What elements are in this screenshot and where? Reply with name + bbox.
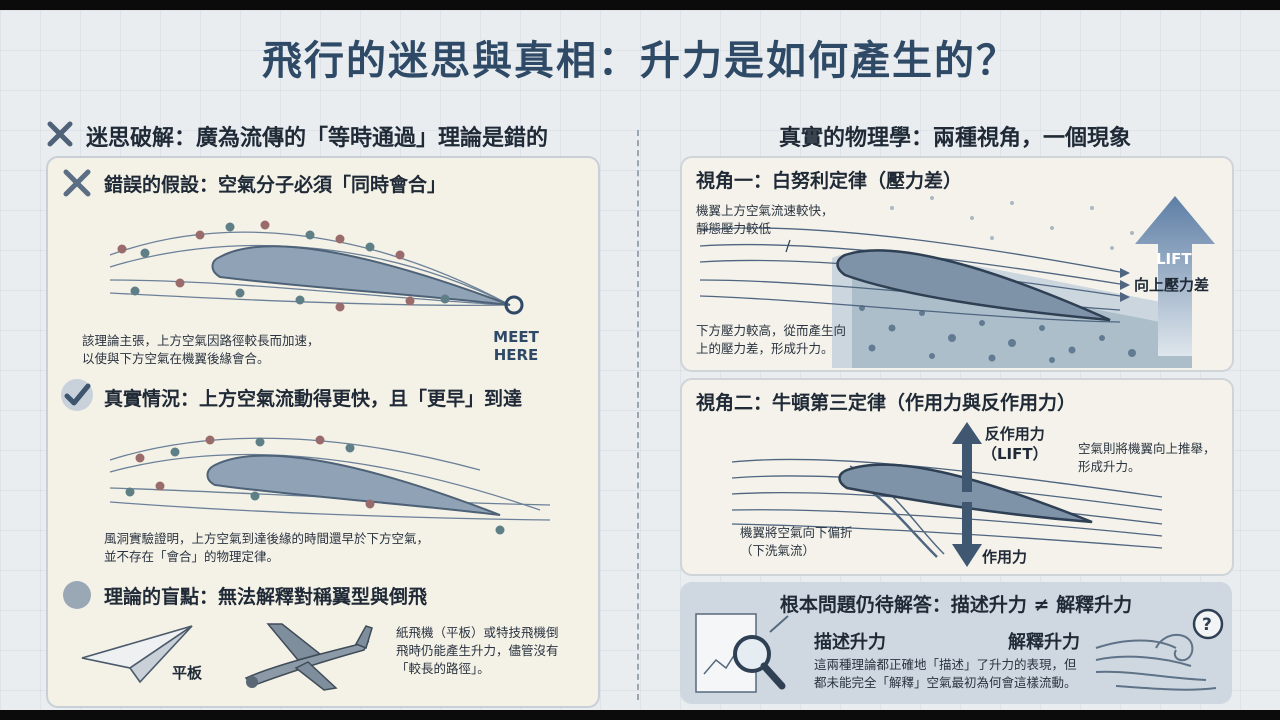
wrong-description: 該理論主張，上方空氣因路徑較長而加速， 以使與下方空氣在機翼後緣會合。 [82, 333, 320, 366]
equal-transit-diagram [109, 220, 524, 315]
truth-description: 風洞實驗證明，上方空氣到達後緣的時間還早於下方空氣， 並不存在「會合」的物理定律… [104, 531, 430, 564]
paper-plane-icon [81, 625, 193, 684]
question-description: 這兩種理論都正確地「描述」了升力的表現，但 都未能完全「解釋」空氣最初為何會這樣… [814, 657, 1077, 690]
circle-bullet-icon [63, 581, 91, 609]
action-force-label: 作用力 [982, 548, 1028, 566]
low-pressure-dots [890, 196, 1174, 250]
left-panel [46, 156, 600, 708]
real-flow-diagram [109, 435, 551, 535]
blind-description: 紙飛機（平板）或特技飛機倒 飛時仍能產生升力，儘管沒有 「較長的路徑」。 [396, 625, 559, 676]
infographic: 飛行的迷思與真相：升力是如何產生的？ 迷思破解：廣為流傳的「等時通過」理論是錯的… [0, 10, 1280, 710]
magnifier-chart-icon [695, 613, 789, 693]
question-panel [680, 582, 1232, 704]
view1-top-note: 機翼上方空氣流速較快， 靜態壓力較低 [696, 203, 834, 236]
bernoulli-diagram [699, 227, 1130, 323]
swirl-question-icon: ? [1095, 608, 1224, 691]
truth-heading: 真實情況：上方空氣流動得更快，且「更早」到達 [104, 388, 523, 410]
view1-panel [680, 156, 1234, 372]
view1-heading: 視角一：白努利定律（壓力差） [696, 170, 963, 192]
check-icon [61, 379, 93, 411]
lift-label: LIFT [1156, 250, 1192, 268]
right-heading: 真實的物理學：兩種視角，一個現象 [778, 126, 1131, 151]
stunt-plane-icon [244, 623, 373, 691]
airfoil-shape [836, 249, 1111, 322]
airfoil-shape [211, 245, 511, 306]
svg-text:?: ? [1202, 615, 1212, 635]
view2-right-note: 空氣則將機翼向上推舉， 形成升力。 [1078, 441, 1216, 474]
cross-icon [47, 121, 73, 147]
reaction-force-label: 反作用力 （LIFT） [982, 425, 1048, 463]
describe-label: 描述升力 [814, 632, 886, 653]
column-divider [637, 130, 639, 700]
meet-here-label: MEET HERE [493, 328, 539, 364]
page-title: 飛行的迷思與真相：升力是如何產生的？ [262, 38, 1018, 84]
cross-icon [63, 169, 91, 197]
flat-label: 平板 [172, 664, 203, 682]
up-pressure-diff-label: 向上壓力差 [1134, 276, 1210, 294]
airfoil-shape [838, 463, 1093, 524]
view2-heading: 視角二：牛頓第三定律（作用力與反作用力） [696, 392, 1077, 414]
newton-diagram [731, 422, 1163, 567]
airfoil-shape [206, 454, 501, 516]
view1-bottom-note: 下方壓力較高，從而產生向 上的壓力差，形成升力。 [696, 323, 847, 356]
question-heading: 根本問題仍待解答：描述升力 ≠ 解釋升力 [779, 594, 1133, 616]
left-heading: 迷思破解：廣為流傳的「等時通過」理論是錯的 [86, 126, 549, 151]
explain-label: 解釋升力 [1008, 632, 1080, 653]
view2-left-note: 機翼將空氣向下偏折 （下洗氣流） [740, 525, 853, 558]
lift-arrow-icon [1135, 196, 1215, 356]
wrong-heading: 錯誤的假設：空氣分子必須「同時會合」 [104, 174, 447, 196]
blind-heading: 理論的盲點：無法解釋對稱翼型與倒飛 [104, 586, 428, 608]
